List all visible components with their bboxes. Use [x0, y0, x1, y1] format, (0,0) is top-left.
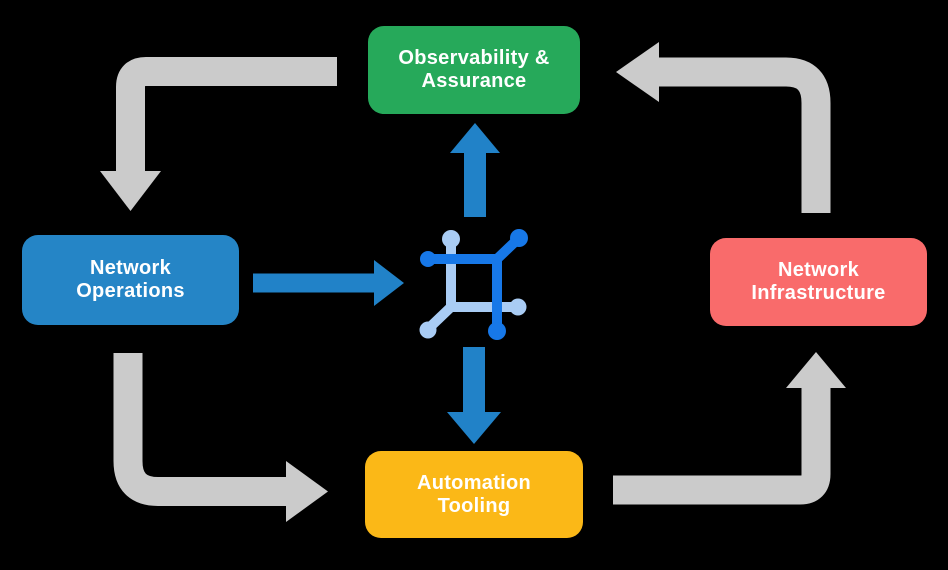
flow-arrow-operations-to-center: [253, 260, 404, 306]
node-label-line: Assurance: [421, 70, 527, 92]
network-automation-icon: [419, 229, 528, 340]
flow-arrow-center-to-observability: [450, 123, 500, 217]
node-network-infrastructure: Network Infrastructure: [710, 238, 927, 326]
flow-arrow-center-to-automation: [447, 347, 501, 444]
node-label-line: Observability &: [398, 47, 550, 69]
node-label-line: Operations: [76, 280, 185, 302]
node-observability-assurance: Observability & Assurance: [368, 26, 580, 114]
cycle-arrow-observability-to-operations: [100, 57, 337, 211]
cycle-arrow-infrastructure-to-observability: [616, 42, 831, 213]
node-label-line: Tooling: [437, 494, 511, 517]
node-label-line: Network: [777, 259, 859, 281]
cycle-arrow-operations-to-automation: [113, 353, 328, 522]
cycle-arrow-automation-to-infrastructure: [613, 352, 846, 505]
node-network-operations: Network Operations: [22, 235, 239, 325]
node-label-line: Automation: [416, 471, 532, 494]
node-automation-tooling: Automation Tooling: [365, 451, 583, 538]
node-label-line: Network: [89, 257, 171, 279]
node-label-line: Infrastructure: [751, 282, 886, 304]
